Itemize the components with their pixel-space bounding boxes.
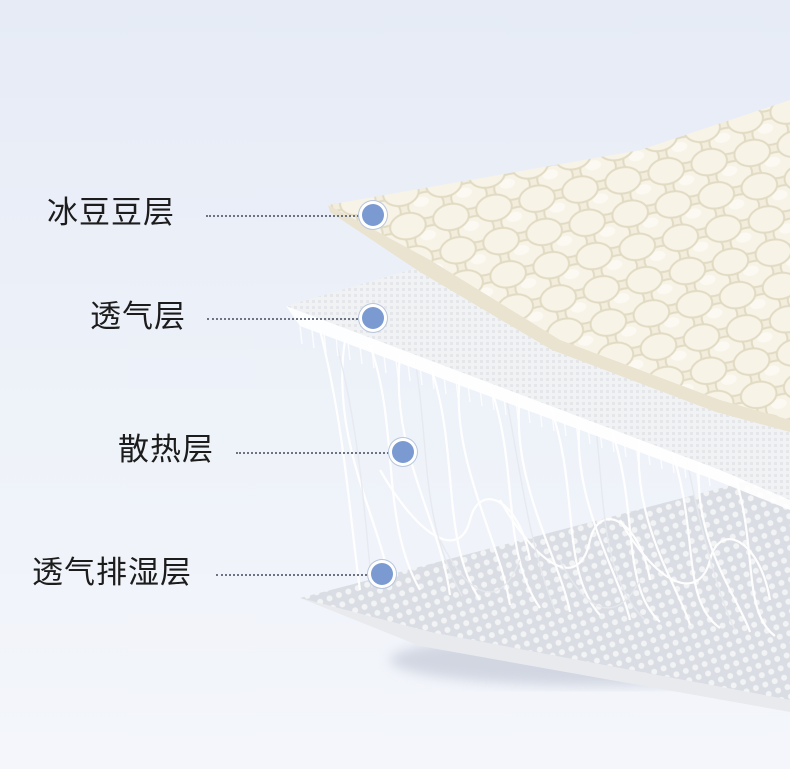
leader-line — [236, 452, 392, 454]
leader-line — [206, 215, 362, 217]
leader-line — [216, 574, 371, 576]
layer-label-ice-bean: 冰豆豆层 — [47, 195, 175, 231]
leader-line — [207, 318, 362, 320]
layer-marker-dot — [371, 563, 393, 585]
layer-marker-dot — [362, 307, 384, 329]
layer-marker-dot — [392, 441, 414, 463]
layer-marker-dot — [362, 204, 384, 226]
layer-label-breathable-moisture-wicking: 透气排湿层 — [32, 555, 192, 591]
layer-label-heat-dissipation: 散热层 — [118, 432, 214, 468]
layer-label-breathable: 透气层 — [90, 299, 186, 335]
